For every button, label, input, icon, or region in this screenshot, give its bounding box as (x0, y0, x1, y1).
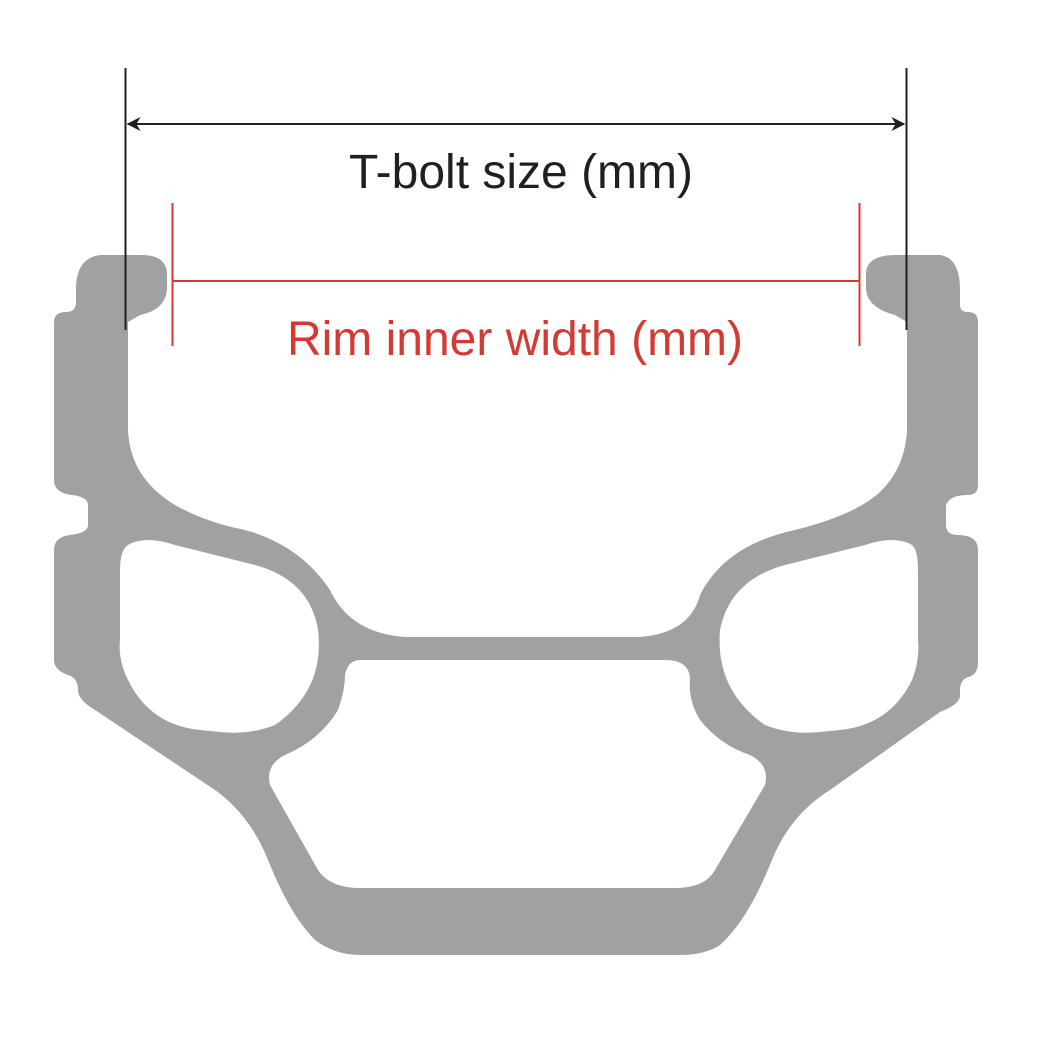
tbolt-dimension: T-bolt size (mm) (124, 68, 908, 330)
tbolt-label: T-bolt size (mm) (349, 146, 693, 199)
inner-width-dimension: Rim inner width (mm) (171, 203, 861, 366)
inner-width-label: Rim inner width (mm) (287, 313, 743, 366)
